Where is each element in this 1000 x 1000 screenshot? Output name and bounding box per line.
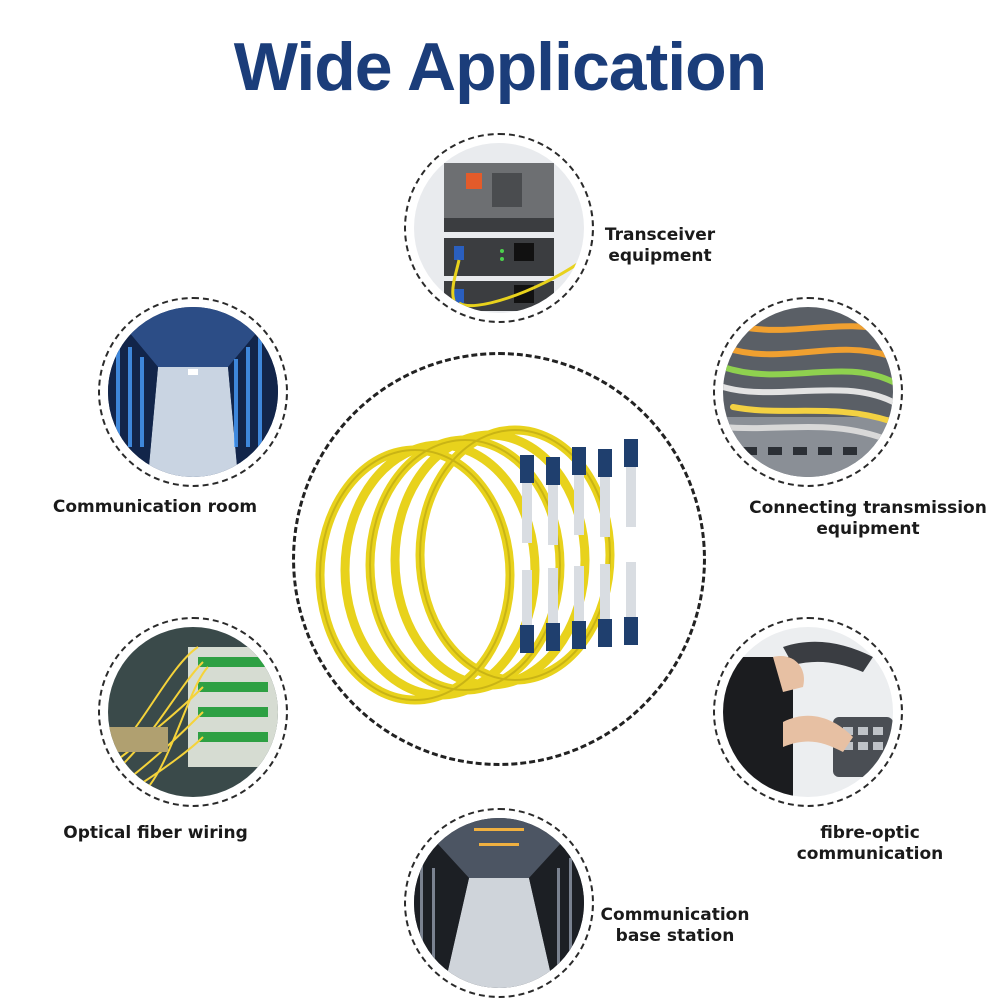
- communication-room-ring: [98, 297, 288, 487]
- fiber-patch-cable-image: [315, 425, 638, 705]
- patch-panel-photo: [723, 307, 893, 477]
- fiber-wiring-photo: [108, 627, 278, 797]
- lc-connector-pair: [572, 447, 586, 649]
- center-product-ring: [292, 352, 706, 766]
- lc-connector-pair: [598, 449, 612, 647]
- connecting-ring: [713, 297, 903, 487]
- telephone-photo: [723, 627, 893, 797]
- lc-connector-pair: [624, 439, 638, 645]
- label-optical-wiring: Optical fiber wiring: [63, 823, 248, 843]
- lc-connector-pair: [546, 457, 560, 651]
- page-title: Wide Application: [233, 29, 767, 105]
- base-station-ring: [404, 808, 594, 998]
- optical-wiring-ring: [98, 617, 288, 807]
- server-room-photo: [108, 307, 278, 477]
- fibre-optic-ring: [713, 617, 903, 807]
- lc-connector-pair: [520, 455, 534, 653]
- transceiver-ring: [404, 133, 594, 323]
- data-center-photo: [414, 818, 584, 988]
- label-communication-room: Communication room: [52, 497, 258, 517]
- media-converter-photo: [414, 143, 584, 313]
